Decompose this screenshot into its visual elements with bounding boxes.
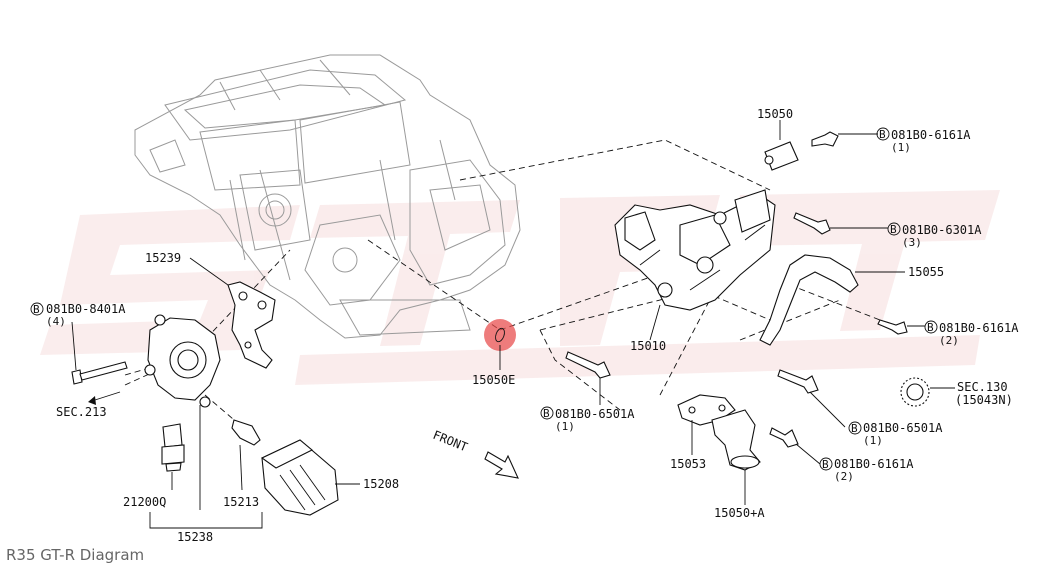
qty-081b0-8401a: (4) bbox=[46, 315, 66, 328]
callout-6161a-top: B 081B0-6161A (1) bbox=[876, 127, 971, 154]
callout-6501a-right: B 081B0-6501A (1) bbox=[848, 421, 943, 447]
label-081b0-8401a: 081B0-8401A bbox=[46, 302, 126, 316]
label-15050e: 15050E bbox=[472, 373, 515, 387]
o-ring-15050e bbox=[484, 319, 516, 370]
label-081b0-6161a-3: 081B0-6161A bbox=[834, 457, 914, 471]
label-15213: 15213 bbox=[223, 495, 259, 509]
bolt-8401a bbox=[71, 321, 128, 385]
b-symbol: B bbox=[851, 422, 858, 435]
engine-block bbox=[134, 54, 521, 339]
label-15010: 15010 bbox=[630, 339, 666, 353]
label-sec130-sub: (15043N) bbox=[955, 393, 1013, 407]
front-label: FRONT bbox=[431, 428, 470, 455]
bolt-6161a-bottom bbox=[769, 427, 821, 465]
qty-081b0-6501a-right: (1) bbox=[863, 434, 883, 447]
leader-sec213 bbox=[94, 391, 121, 401]
label-081b0-6161a-1: 081B0-6161A bbox=[891, 128, 971, 142]
bolt-6301a bbox=[793, 212, 888, 235]
gear-sec130 bbox=[900, 377, 955, 407]
b-symbol: B bbox=[879, 128, 886, 141]
qty-081b0-6501a-left: (1) bbox=[555, 420, 575, 433]
callout-6161a-right: B 081B0-6161A (2) bbox=[924, 320, 1019, 347]
plug-15213 bbox=[231, 419, 261, 491]
label-21200q: 21200Q bbox=[123, 495, 166, 509]
qty-081b0-6301a: (3) bbox=[902, 236, 922, 249]
bolt-6501a-left bbox=[565, 351, 611, 405]
leader-15010 bbox=[649, 304, 661, 341]
label-sec213: SEC.213 bbox=[56, 405, 107, 419]
highlight-marker[interactable] bbox=[484, 319, 516, 351]
label-15238: 15238 bbox=[177, 530, 213, 544]
label-15055: 15055 bbox=[908, 265, 944, 279]
callout-6301a: B 081B0-6301A (3) bbox=[887, 222, 982, 249]
front-arrow bbox=[484, 451, 519, 479]
label-15208: 15208 bbox=[363, 477, 399, 491]
qty-081b0-6161a-1: (1) bbox=[891, 141, 911, 154]
oil-filter-bracket-15238 bbox=[144, 314, 221, 510]
label-sec130: SEC.130 bbox=[957, 380, 1008, 394]
label-15050a: 15050+A bbox=[714, 506, 765, 520]
callout-8401a: B 081B0-8401A (4) bbox=[30, 302, 126, 328]
label-081b0-6301a: 081B0-6301A bbox=[902, 223, 982, 237]
qty-081b0-6161a-3: (2) bbox=[834, 470, 854, 483]
callout-6501a-left: B 081B0-6501A (1) bbox=[540, 406, 635, 433]
bolt-6161a-right bbox=[877, 319, 925, 335]
diagram-caption: R35 GT-R Diagram bbox=[6, 546, 145, 564]
b-symbol: B bbox=[890, 223, 897, 236]
b-symbol: B bbox=[822, 458, 829, 471]
label-15053: 15053 bbox=[670, 457, 706, 471]
label-15239: 15239 bbox=[145, 251, 181, 265]
qty-081b0-6161a-2: (2) bbox=[939, 334, 959, 347]
label-081b0-6501a-left: 081B0-6501A bbox=[555, 407, 635, 421]
arrow-sec213 bbox=[88, 396, 96, 405]
label-081b0-6501a-right: 081B0-6501A bbox=[863, 421, 943, 435]
oil-pipe-15055 bbox=[759, 254, 905, 346]
oil-pump-assembly bbox=[614, 189, 776, 311]
b-symbol: B bbox=[543, 407, 550, 420]
bolt-6501a-right bbox=[777, 369, 846, 428]
part-15050-connector bbox=[764, 120, 799, 171]
callout-6161a-bottom: B 081B0-6161A (2) bbox=[819, 457, 914, 483]
sensor-21200q bbox=[161, 423, 185, 490]
b-symbol: B bbox=[927, 321, 934, 334]
bracket-15238 bbox=[149, 512, 263, 529]
bolt-6161a-top bbox=[811, 131, 878, 147]
strainer-15050a bbox=[711, 409, 761, 505]
gasket-15239 bbox=[189, 257, 276, 369]
b-symbol: B bbox=[33, 303, 40, 316]
label-15050-top: 15050 bbox=[757, 107, 793, 121]
label-081b0-6161a-2: 081B0-6161A bbox=[939, 321, 1019, 335]
oil-filter-15208 bbox=[260, 439, 360, 516]
